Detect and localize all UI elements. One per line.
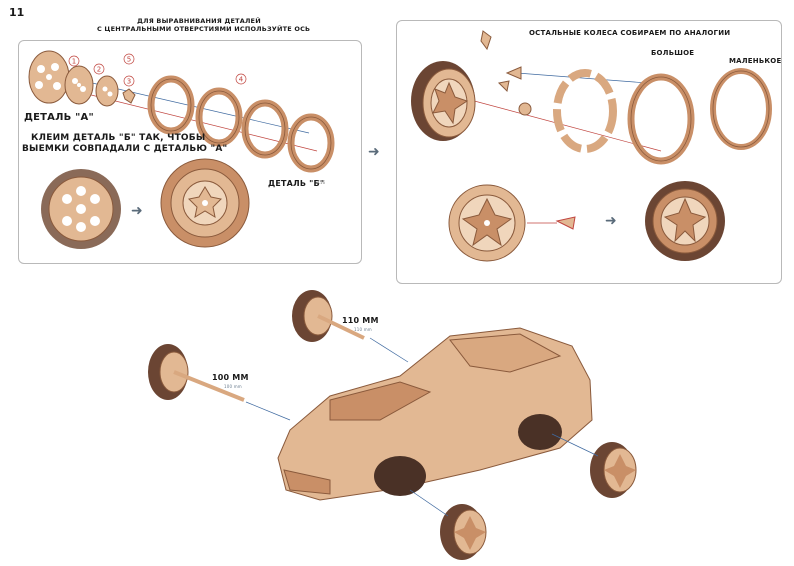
wheel-front-loose [440,504,487,560]
hub-before [448,184,526,262]
rear-axle-wheel [292,290,365,342]
front-axle-wheel [148,344,245,402]
wheel-rear-loose [590,442,637,498]
axle-front-small: 100 mm [224,384,242,389]
part-a-label: ДЕТАЛЬ "А" [24,112,94,123]
wheel-disk-2 [64,65,94,105]
step-number: 2 [97,66,101,74]
part-b-small: x16 [317,180,326,185]
assembly-after [160,158,250,248]
step-number: 3 [127,78,131,86]
part-b-label: ДЕТАЛЬ "Б" [268,179,325,188]
axle-front-label: 100 ММ [212,373,249,382]
glue-instruction-line-2: ВЫЕМКИ СОВПАДАЛИ С ДЕТАЛЬЮ "А" [22,144,228,154]
step-number: 4 [239,76,244,84]
big-label: БОЛЬШОЕ [651,49,695,57]
assembly-before [41,169,121,249]
car-body [277,327,593,501]
instruction-line-2: С ЦЕНТРАЛЬНЫМИ ОТВЕРСТИЯМИ ИСПОЛЬЗУЙТЕ О… [97,25,311,33]
hub-after [645,181,725,261]
instruction-line-1: ДЛЯ ВЫРАВНИВАНИЯ ДЕТАЛЕЙ [137,17,261,25]
axle-rear-small: 110 mm [354,327,372,332]
arrow-right-icon: ➜ [131,203,143,219]
arrow-right-icon: ➜ [605,213,617,229]
right-panel: ОСТАЛЬНЫЕ КОЛЕСА СОБИРАЕМ ПО АНАЛОГИИ БО… [396,20,782,284]
page-number: 11 [9,6,25,19]
arrow-right-icon: ➜ [368,144,380,160]
step-number: 5 [127,56,131,64]
step-number: 1 [72,58,76,66]
axle-rear-label: 110 ММ [342,316,379,325]
right-panel-title: ОСТАЛЬНЫЕ КОЛЕСА СОБИРАЕМ ПО АНАЛОГИИ [529,29,731,37]
wheel-disk-3 [95,75,119,107]
small-label: МАЛЕНЬКОЕ [729,57,782,65]
left-panel: ДЛЯ ВЫРАВНИВАНИЯ ДЕТАЛЕЙ С ЦЕНТРАЛЬНЫМИ … [18,17,362,264]
right-panel-illustration [411,30,772,262]
left-panel-illustration: 1 2 3 4 5 [28,50,335,249]
wheel-disk-a [28,50,70,104]
glue-instruction-line-1: КЛЕИМ ДЕТАЛЬ "Б" ТАК, ЧТОБЫ [31,133,206,143]
wheel-hub [411,61,476,141]
